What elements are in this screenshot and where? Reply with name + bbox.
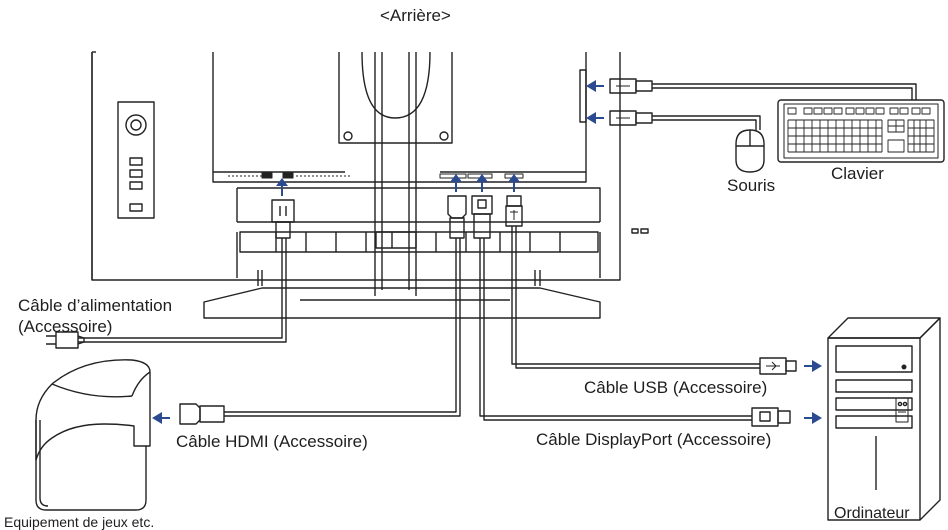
usb-plug-icon — [759, 357, 797, 375]
arrow-left-icon — [586, 112, 604, 124]
mouse-usb-plug-icon — [609, 110, 653, 126]
computer-label: Ordinateur — [834, 505, 910, 522]
usb-connector-icon — [505, 195, 523, 227]
power-connector-icon — [271, 199, 295, 239]
computer-tower-icon — [827, 317, 941, 521]
connectors — [46, 78, 797, 427]
power-plug-icon — [46, 331, 85, 349]
keyboard-label: Clavier — [831, 164, 884, 183]
mouse-icon — [735, 129, 765, 173]
arrow-up-icon — [476, 174, 488, 192]
arrow-up-icon — [450, 174, 462, 192]
keyboard-icon — [777, 99, 945, 163]
displayport-cable-label: Câble DisplayPort (Accessoire) — [536, 430, 772, 449]
arrow-up-icon — [508, 174, 520, 192]
game-device-icon — [35, 359, 151, 511]
arrow-up-icon — [276, 178, 288, 196]
keyboard-usb-plug-icon — [609, 78, 653, 94]
lock-slot-icon — [631, 228, 639, 234]
hdmi-cable-label: Câble HDMI (Accessoire) — [176, 432, 368, 451]
arrow-left-icon — [586, 80, 604, 92]
monitor-stand — [203, 51, 601, 319]
control-buttons — [117, 101, 155, 219]
hdmi-connector-icon — [447, 195, 467, 239]
power-cable-label: Câble d’alimentation — [18, 296, 173, 315]
cables — [78, 83, 917, 421]
diagram-title: <Arrière> — [380, 6, 451, 25]
mouse-label: Souris — [727, 176, 776, 195]
power-cable-accessory-label: (Accessoire) — [18, 317, 113, 336]
arrow-right-icon — [804, 360, 822, 372]
hdmi-plug-icon — [179, 403, 225, 425]
direction-arrows — [152, 80, 822, 424]
displayport-plug-icon — [751, 407, 791, 427]
arrow-right-icon — [804, 412, 822, 424]
usb-cable-label: Câble USB (Accessoire) — [584, 378, 768, 397]
displayport-connector-icon — [471, 195, 493, 239]
game-device-label: Equipement de jeux etc. — [4, 514, 155, 530]
monitor-back — [91, 51, 649, 281]
arrow-left-icon — [152, 412, 170, 424]
